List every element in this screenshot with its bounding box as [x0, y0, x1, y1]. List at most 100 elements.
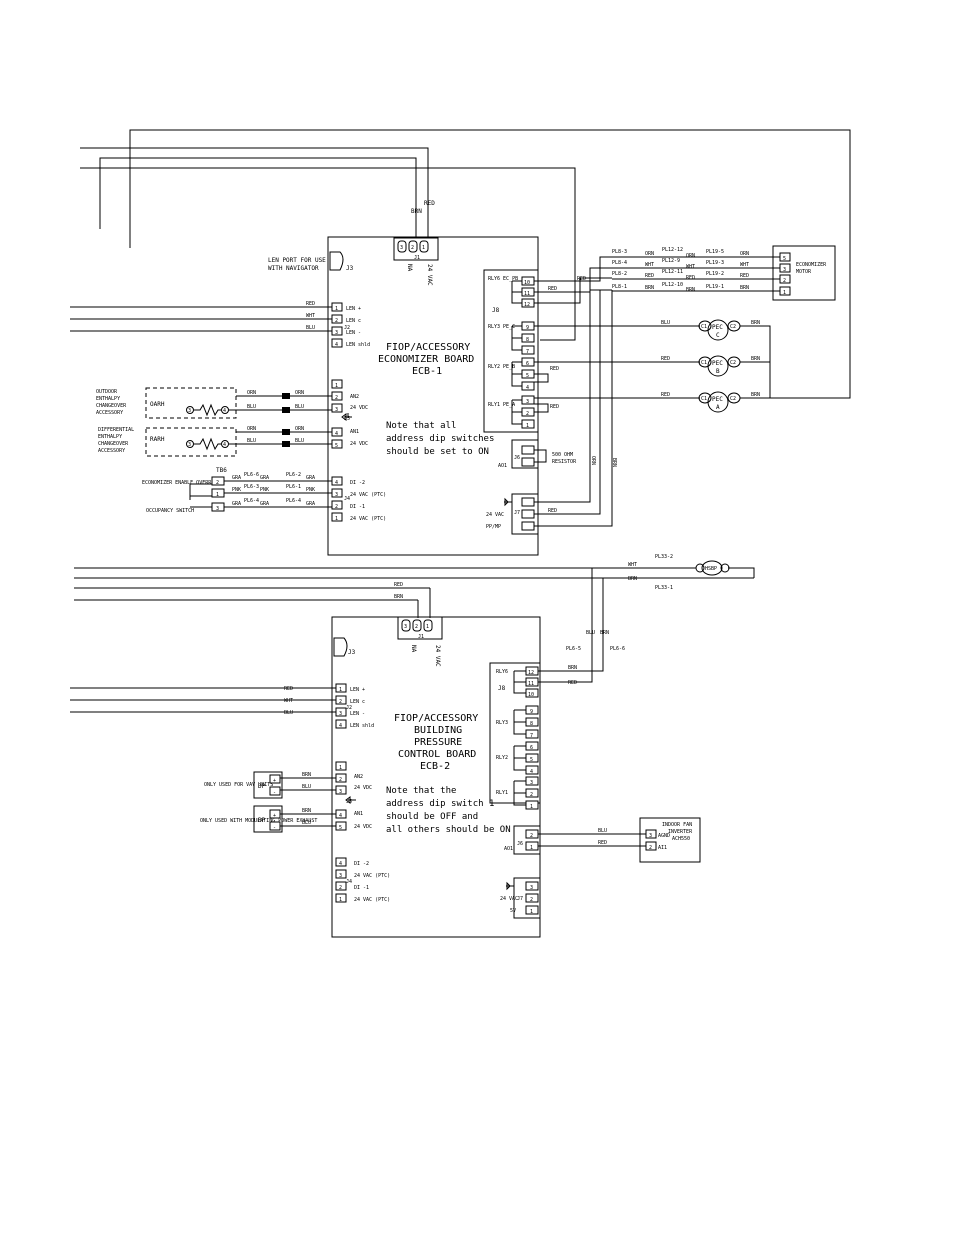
ecb2-j1-24vac: 24 VAC — [434, 645, 441, 667]
tb6-wire-end: GRA — [306, 475, 315, 481]
bp-tag: BP — [258, 817, 266, 824]
tb6-wire: PNK — [232, 487, 241, 493]
economizer-motor-box — [772, 245, 836, 301]
ecb1-note-1: Note that all — [386, 421, 456, 431]
ecb1-title-2: ECONOMIZER BOARD — [378, 354, 474, 365]
motor-wire: RED — [645, 273, 654, 279]
oarh-accessory: OUTDOOR ENTHALPY CHANGEOVER ACCESSORY OA… — [96, 387, 332, 419]
pec-wire-in: RED — [661, 392, 670, 398]
bp-box — [253, 805, 283, 833]
ecb1-len-label: LEN c — [346, 318, 361, 324]
ecb2-len-wire: WHT — [284, 698, 293, 704]
ecb2-relay-name: RLY1 — [496, 790, 508, 796]
ecb1-relay-pin: 5 — [526, 373, 529, 379]
ecb1-lan-note-1: LEN PORT FOR USE — [268, 257, 326, 264]
ecb1-an-label: AN1 — [350, 429, 359, 435]
ecb1-relay-name: RLY6 EC_PB — [488, 276, 518, 282]
ecb2-len-label: LEN shld — [350, 723, 374, 729]
ecb2-j3-label: J3 — [348, 649, 356, 656]
rarh-tag: RARH — [150, 436, 165, 443]
ecb1-len-pin: 1 — [335, 306, 338, 312]
ecb2-j7-connector — [513, 877, 541, 919]
ecb1-motor-feed: RED RED RED RED ORN BRN RED — [534, 256, 617, 527]
tb6-title: TB6 — [216, 467, 227, 474]
ecb2-relay-area — [489, 662, 541, 804]
ecb2-j4-label: J4 — [346, 879, 352, 885]
rarh-wire: BLU — [247, 438, 256, 444]
ecb1-j8-label: J8 — [492, 307, 500, 314]
motor-plug: PL12-10 — [662, 282, 683, 288]
tb6-plug: PL6-3 — [244, 484, 259, 490]
ecb2-an-pin: 1 — [339, 765, 342, 771]
ecb1-relay-pin: 3 — [526, 399, 529, 405]
ecb1-ao1-label: AO1 — [498, 463, 507, 469]
dp-wire: BLU — [302, 784, 311, 790]
ecb2-j6-label: J6 — [517, 841, 523, 847]
rarh-accessory: DIFFERENTIAL ENTHALPY CHANGEOVER ACCESSO… — [98, 426, 332, 457]
ecb1-relays: RLY6 EC_PB RLY3 PE_C RLY2 PE_B RLY1 PE_A… — [488, 276, 535, 429]
ecb1-j1-pin-1: 1 — [422, 245, 425, 251]
ecb2-relay-pin: 8 — [530, 721, 533, 727]
inverter-pin: 3 — [649, 833, 652, 839]
ecb1-di-pin: 4 — [335, 480, 338, 486]
bp-sensor: ONLY USED WITH MODULATING POWER EXHAUST … — [200, 805, 336, 833]
pec-wire-out: BRN — [751, 356, 760, 362]
tb6-item-label: ECONOMIZER ENABLE OVERRIDE — [142, 480, 220, 486]
ecb1-mid-wire: BRN — [611, 458, 617, 467]
ecb1-len-block: 1 2 3 4 LEN + LEN c LEN - LEN shld J2 RE… — [70, 301, 370, 348]
ecb2-title-2: BUILDING — [414, 725, 462, 736]
motor-wire: BRN — [686, 287, 695, 293]
j1-wire-red: RED — [424, 200, 435, 207]
ecb1-j7-label: J7 — [514, 510, 520, 516]
rarh-wire-2: BLU — [295, 438, 304, 444]
svg-text:CHANGEOVER: CHANGEOVER — [98, 441, 129, 447]
ground-icon — [506, 881, 514, 891]
ecb1-len-wire: WHT — [306, 313, 315, 319]
oarh-title-3: CHANGEOVER — [96, 403, 127, 409]
ecb1-relay-pin: 2 — [526, 411, 529, 417]
ecb2-len-pin: 3 — [339, 711, 342, 717]
motor-plug: PL8-3 — [612, 249, 627, 255]
ecb1-an-pin: 2 — [335, 395, 338, 401]
tb6-term: 3 — [216, 506, 219, 512]
ecb2-len-label: LEN + — [350, 687, 365, 693]
ecb1-title-1: FIOP/ACCESSORY — [386, 342, 470, 353]
pl6-wire: BLU — [586, 630, 595, 636]
economizer-motor-harness: PL8-3 PL8-4 PL8-2 PL8-1 ORN WHT RED BRN … — [612, 245, 836, 301]
ecb2-j1-pin: 1 — [426, 624, 429, 630]
ecb2-j8-label: J8 — [498, 685, 506, 692]
ecb1-len-label: LEN + — [346, 306, 361, 312]
motor-wire: WHT — [645, 262, 654, 268]
ecb1-mid-wire: ORN — [590, 456, 596, 465]
pec-wire-in: RED — [661, 356, 670, 362]
hsbp-plug: PL33-1 — [655, 585, 673, 591]
ecb1-relay-name: RLY2 PE_B — [488, 364, 515, 370]
ecb1-len-pin: 4 — [335, 342, 338, 348]
ecb1-j1-pin-2: 2 — [411, 245, 414, 251]
ecb2-len-pin: 4 — [339, 723, 342, 729]
ecb2-an-label: AN2 — [354, 774, 363, 780]
ecb1-j1-pins: 3 2 1 — [397, 240, 429, 253]
motor-wire: ORN — [645, 251, 654, 257]
dp-tag: DP — [258, 783, 266, 790]
ecb1-board: 3 2 1 J1 24 VAC NA J3 LEN PORT FOR USE W… — [70, 236, 836, 556]
ecb1-j2-label: J2 — [344, 325, 350, 331]
pec-c2: C2 — [730, 324, 736, 330]
pec-c2: C2 — [730, 396, 736, 402]
hsbp-label: HSBP — [705, 566, 717, 572]
ecb2-j1-connector — [397, 616, 443, 640]
pec-letter: B — [716, 368, 720, 375]
ecb2-j1-wire: RED — [394, 582, 403, 588]
oarh-wire-2: ORN — [295, 390, 304, 396]
hsbp-section: WHT BRN PL33-2 PL33-1 HSBP RED BRN BLU B… — [74, 554, 755, 683]
ecb2-j7-label: J7 — [517, 896, 523, 902]
ecb1-mid-wire: RED — [548, 508, 557, 514]
oarh-wire: ORN — [247, 390, 256, 396]
motor-plug: PL12-9 — [662, 258, 680, 264]
ecb2-relay-pin: 1 — [530, 804, 533, 810]
ecb1-relay-pin: 8 — [526, 337, 529, 343]
ecb1-len-pin: 2 — [335, 318, 338, 324]
ecb2-len-label: LEN - — [350, 711, 365, 717]
tb6-wire: GRA — [232, 475, 241, 481]
